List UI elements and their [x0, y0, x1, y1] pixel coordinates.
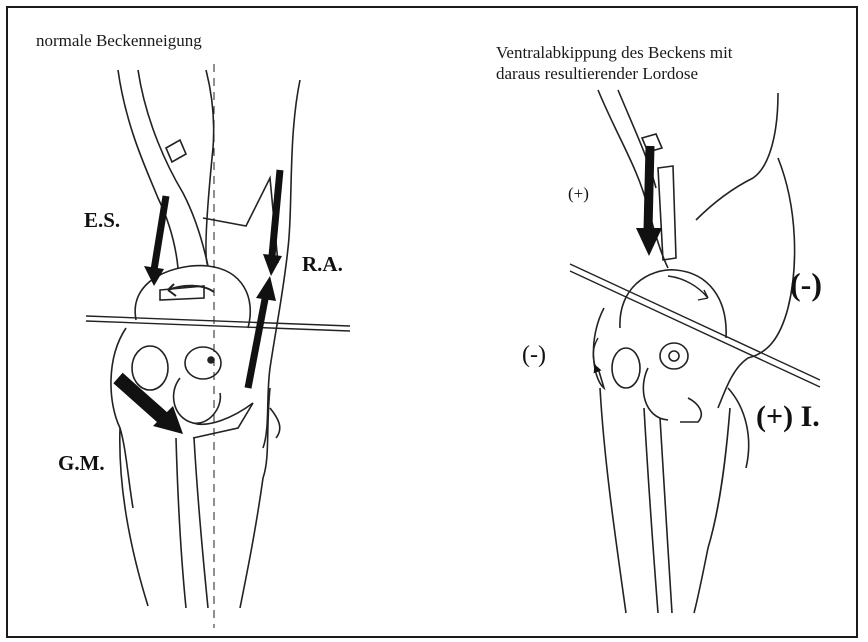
right-thigh-outline: [600, 388, 626, 613]
es-arrow: [154, 196, 166, 270]
right-es-arrow: [648, 146, 650, 230]
label-minus-right: (-): [790, 266, 822, 303]
left-pelvis-drawing: [86, 64, 350, 628]
gm-arrow: [118, 378, 163, 418]
ra-arrow-down: [272, 170, 280, 256]
left-rotation-arrow: [168, 284, 214, 296]
right-spine-outline: [598, 90, 668, 268]
right-abdomen-outline: [696, 93, 778, 220]
label-gm: G.M.: [58, 451, 105, 476]
right-pelvis-rim: [620, 270, 726, 338]
label-es: E.S.: [84, 208, 120, 233]
left-spine-outline: [118, 70, 178, 268]
pelvis-diagrams: [8, 8, 860, 640]
right-arrows: [593, 146, 662, 368]
label-minus-left: (-): [522, 342, 546, 369]
label-ra: R.A.: [302, 252, 343, 277]
left-pelvic-line: [86, 316, 350, 326]
right-pelvis-drawing: [570, 90, 820, 613]
left-back-outline: [206, 70, 214, 266]
left-arrows: [118, 170, 282, 434]
left-thigh-outline: [120, 428, 148, 606]
right-pelvic-line: [570, 264, 820, 380]
figure-frame: normale Beckenneigung Ventralabkippung d…: [6, 6, 858, 638]
label-plus-i: (+) I.: [756, 400, 820, 434]
label-plus-top: (+): [568, 184, 589, 204]
